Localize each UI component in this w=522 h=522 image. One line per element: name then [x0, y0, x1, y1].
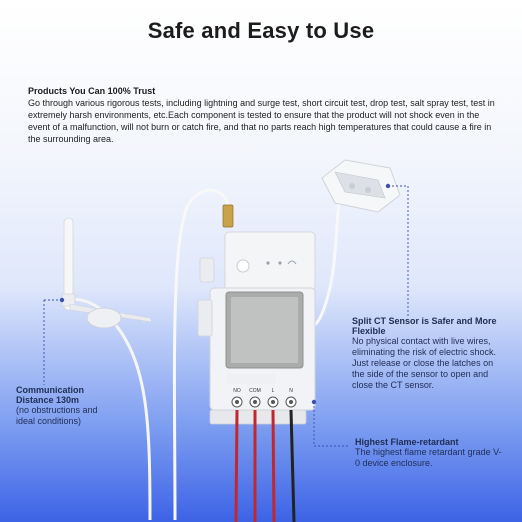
wifi-icon	[287, 260, 297, 265]
trust-title: Products You Can 100% Trust	[28, 86, 156, 96]
status-led-icon	[266, 261, 270, 265]
terminal-label-n: N	[289, 388, 293, 394]
wire-red-l	[271, 409, 276, 522]
ct-cable-left	[172, 188, 230, 521]
ct-sensor-description: No physical contact with live wires, eli…	[352, 336, 497, 390]
communication-callout: Communication Distance 130m (no obstruct…	[16, 385, 116, 427]
callout-dot	[59, 297, 65, 303]
spec-label	[226, 374, 276, 384]
callout-lines	[43, 185, 409, 447]
terminal-label-com: COM	[249, 388, 261, 394]
lcd-display	[231, 297, 298, 363]
brass-connector	[222, 204, 234, 228]
power-button[interactable]	[236, 259, 250, 273]
terminal-label-l: L	[272, 388, 275, 394]
page-headline: Safe and Easy to Use	[147, 18, 375, 43]
flame-callout: Highest Flame-retardant The highest flam…	[355, 437, 505, 469]
communication-title: Communication Distance 130m	[16, 385, 85, 405]
antenna-cable	[69, 298, 152, 521]
terminal-label-no: NO	[233, 388, 241, 394]
callout-dot	[385, 183, 391, 189]
trust-description: Go through various rigorous tests, inclu…	[28, 98, 495, 144]
ct-sensor-callout: Split CT Sensor is Safer and More Flexib…	[352, 316, 502, 391]
antenna-base	[86, 307, 122, 329]
terminal-block	[231, 396, 297, 408]
communication-note: (no obstructions and ideal conditions)	[16, 405, 98, 426]
ct-sensor-title: Split CT Sensor is Safer and More Flexib…	[352, 316, 497, 336]
ct-sensor	[321, 159, 401, 213]
antenna-whip	[63, 217, 74, 311]
wire-red-no	[234, 409, 239, 522]
wire-black-n	[289, 409, 296, 522]
flame-description: The highest flame retardant grade V-0 de…	[355, 447, 502, 468]
status-led-icon	[278, 261, 282, 265]
callout-dot	[311, 399, 317, 405]
flame-title: Highest Flame-retardant	[355, 437, 459, 447]
